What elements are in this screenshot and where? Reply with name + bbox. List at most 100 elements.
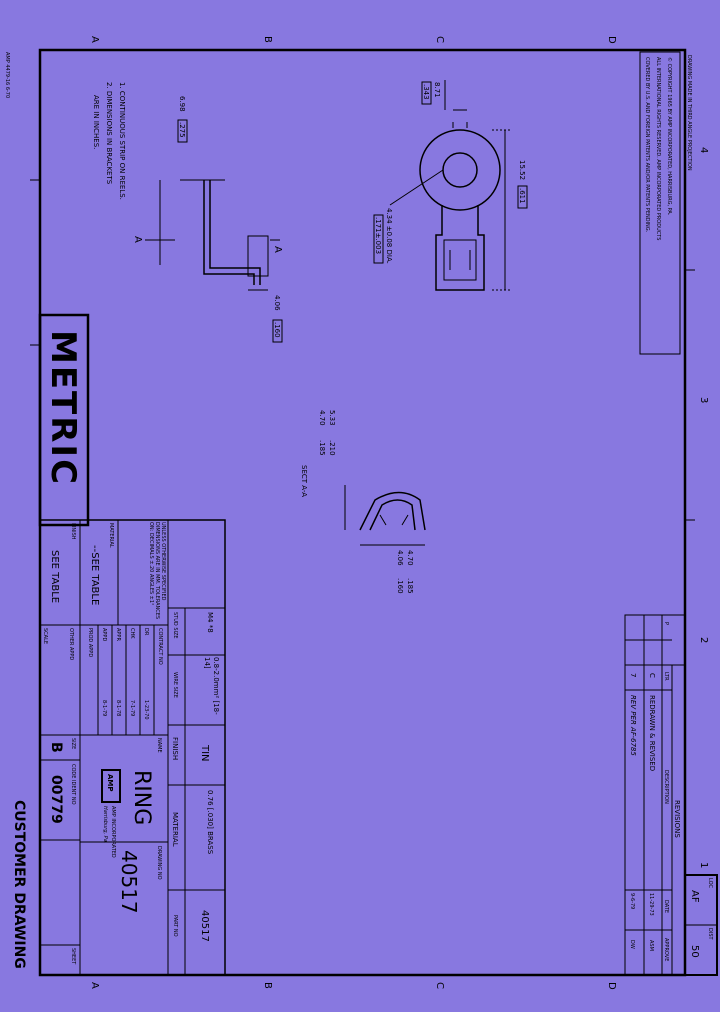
rev-ltr: C xyxy=(648,673,656,678)
dim-width-inch: .343 xyxy=(422,84,430,100)
copyright-box xyxy=(639,51,681,355)
finish-value: TIN xyxy=(199,744,210,762)
dist-value: 50 xyxy=(689,945,700,958)
part-no-value: 40517 xyxy=(199,910,210,942)
material-header: MATERIAL xyxy=(171,812,179,847)
code-ident-value: 00779 xyxy=(48,775,64,824)
metric-box xyxy=(38,313,90,527)
approval-label: CONTRACT NO xyxy=(157,628,163,665)
rev-ltr: 7 xyxy=(629,673,637,677)
rev-header-ltr: LTR xyxy=(663,672,669,681)
note-1: 1. CONTINUOUS STRIP ON REELS. xyxy=(118,82,126,200)
stud-size-value: M4 *8 xyxy=(206,612,214,633)
approval-label: APPD xyxy=(101,628,107,641)
rev-date: 9-6-79 xyxy=(629,893,635,909)
dim-section-side-min: 4.06 xyxy=(396,550,404,566)
zone-letter: A xyxy=(89,982,100,989)
dim-section-side-max: 4.70 xyxy=(406,550,414,566)
revision-row: 7 REV PER AF-6785 9-6-79 DW xyxy=(629,673,637,949)
sheet-label: SHEET xyxy=(70,948,76,965)
approval-label: DR xyxy=(143,628,149,636)
dim-hole-inch: .171±.003 xyxy=(374,217,382,254)
dim-length: 15.52 xyxy=(518,160,526,180)
tolerance-note: UNLESS OTHERWISE SPECIFIED DIMENSIONS AR… xyxy=(148,522,166,620)
material-value: 0.76 [.030] BRASS xyxy=(206,790,214,855)
dim-section-top-min-inch: .185 xyxy=(318,440,326,456)
company-city: Harrisburg, Pa. xyxy=(102,806,108,843)
wire-size-header: WIRE SIZE xyxy=(172,672,178,698)
zone-number: 2 xyxy=(698,637,709,643)
dim-height-inch: .275 xyxy=(178,122,186,138)
wire-size-value: 0.8-2.0mm² [18-14] xyxy=(203,657,220,715)
rev-header-description: DESCRIPTION xyxy=(663,770,669,804)
note-2: 2. DIMENSIONS IN BRACKETS xyxy=(105,82,113,185)
approval-label: CHK xyxy=(129,628,135,639)
revision-row: C REDRAWN & REVISED 11-29-73 ASM xyxy=(648,673,656,951)
section-mark: A xyxy=(132,236,143,243)
dim-section-side-min-inch: .160 xyxy=(396,578,404,594)
rev-desc: REDRAWN & REVISED xyxy=(648,695,656,771)
dim-section-top-max: 5.33 xyxy=(328,410,336,426)
code-ident-label: CODE IDENT NO xyxy=(70,764,76,805)
stud-size-header: STUD SIZE xyxy=(172,612,178,639)
part-name: RING xyxy=(129,770,154,825)
dim-length-inch: .611 xyxy=(518,188,526,204)
approval-date: 8-1-78 xyxy=(115,700,121,716)
rev-header-date: DATE xyxy=(663,900,669,913)
approval-date: 8-1-79 xyxy=(101,700,107,716)
part-no-header: PART NO xyxy=(172,915,178,937)
title-block xyxy=(39,519,226,976)
zone-letter: B xyxy=(262,36,273,43)
zone-letter: C xyxy=(434,36,445,43)
material-note: --SEE TABLE xyxy=(89,545,100,605)
approval-date: 7-1-79 xyxy=(129,700,135,716)
dim-barrel: 4.06 xyxy=(273,295,281,311)
rev-date: 11-29-73 xyxy=(648,893,654,916)
approvals: CONTRACT NO DR 1-23-70 CHK 7-1-79 APPR 8… xyxy=(68,628,163,720)
zone-letter: D xyxy=(606,982,617,990)
finish-header: FINISH xyxy=(171,737,179,760)
zone-letters-left: A B C D xyxy=(89,36,617,44)
amp-logo xyxy=(101,769,121,803)
drawing-code: AMP 4479-16 6-70 xyxy=(4,52,10,98)
zone-letter: B xyxy=(262,982,273,989)
ring-terminal-side-view xyxy=(145,179,280,291)
rev-desc: REV PER AF-6785 xyxy=(629,695,637,756)
section-label: SECT A-A xyxy=(300,465,308,497)
projection-note: DRAWING MADE IN THIRD ANGLE PROJECTION xyxy=(686,55,692,171)
zone-letter: D xyxy=(606,36,617,44)
zone-letter: C xyxy=(434,982,445,989)
metric-label: METRIC xyxy=(43,330,83,486)
approval-label: APPR xyxy=(115,628,121,641)
zone-numbers: 4 3 2 1 xyxy=(698,147,709,868)
scale-label: SCALE xyxy=(42,628,48,644)
approval-label: PROD APPD xyxy=(87,628,93,657)
ring-terminal-top-view xyxy=(389,80,510,291)
material-label: MATERIAL xyxy=(108,523,114,548)
loc-label: LOC xyxy=(707,878,713,889)
dim-hole: 4.34 ±0.08 DIA. xyxy=(385,208,393,264)
finish-note: SEE TABLE xyxy=(49,550,60,603)
amp-logo-text: AMP xyxy=(106,774,114,792)
name-label: NAME xyxy=(156,738,162,753)
company-name: AMP INCORPORATED xyxy=(110,806,116,858)
dim-height: 6.98 xyxy=(178,96,186,112)
drawing-no: 40517 xyxy=(117,850,141,914)
copyright-line: ALL INTERNATIONAL RIGHTS RESERVED. AMP I… xyxy=(655,57,661,240)
drawing-border xyxy=(38,48,687,977)
finish-label: FINISH xyxy=(70,523,76,540)
zone-number: 4 xyxy=(698,147,709,153)
dim-section-top-min: 4.70 xyxy=(318,410,326,426)
copyright-line: COVERED BY U.S. AND FOREIGN PATENTS AND/… xyxy=(644,57,650,233)
dim-barrel-inch: .160 xyxy=(273,322,281,338)
loc-value: AF xyxy=(689,890,700,903)
dim-section-top-max-inch: .210 xyxy=(328,440,336,456)
rev-header-p: P xyxy=(663,622,669,625)
revisions-block xyxy=(624,614,718,976)
drawing-no-label: DRAWING NO xyxy=(156,846,162,880)
size-label: SIZE xyxy=(70,738,76,749)
zone-number: 1 xyxy=(698,862,709,868)
dim-width: 8.71 xyxy=(433,82,441,98)
rev-approve: ASM xyxy=(648,940,654,951)
